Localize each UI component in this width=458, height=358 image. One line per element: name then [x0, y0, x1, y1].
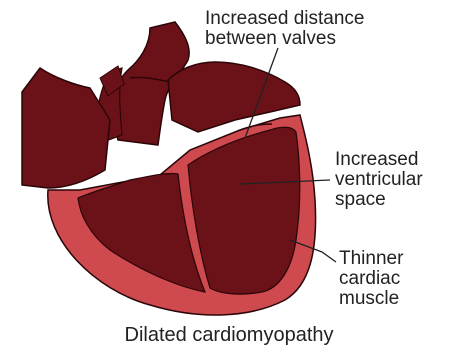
label-space-line-3: space: [335, 190, 423, 210]
label-space-line-1: Increased: [335, 150, 423, 170]
label-muscle-line-1: Thinner: [339, 249, 403, 269]
label-muscle-line-3: muscle: [339, 289, 403, 309]
label-muscle-line-2: cardiac: [339, 269, 403, 289]
label-increased-ventricular-space: Increased ventricular space: [335, 150, 423, 210]
label-space-line-2: ventricular: [335, 170, 423, 190]
label-valves-line-2: between valves: [205, 29, 365, 49]
label-thinner-cardiac-muscle: Thinner cardiac muscle: [339, 249, 403, 309]
right-atrium: [22, 68, 110, 188]
diagram-caption: Dilated cardiomyopathy: [0, 325, 458, 345]
label-increased-distance-between-valves: Increased distance between valves: [205, 9, 365, 49]
label-valves-line-1: Increased distance: [205, 9, 365, 29]
